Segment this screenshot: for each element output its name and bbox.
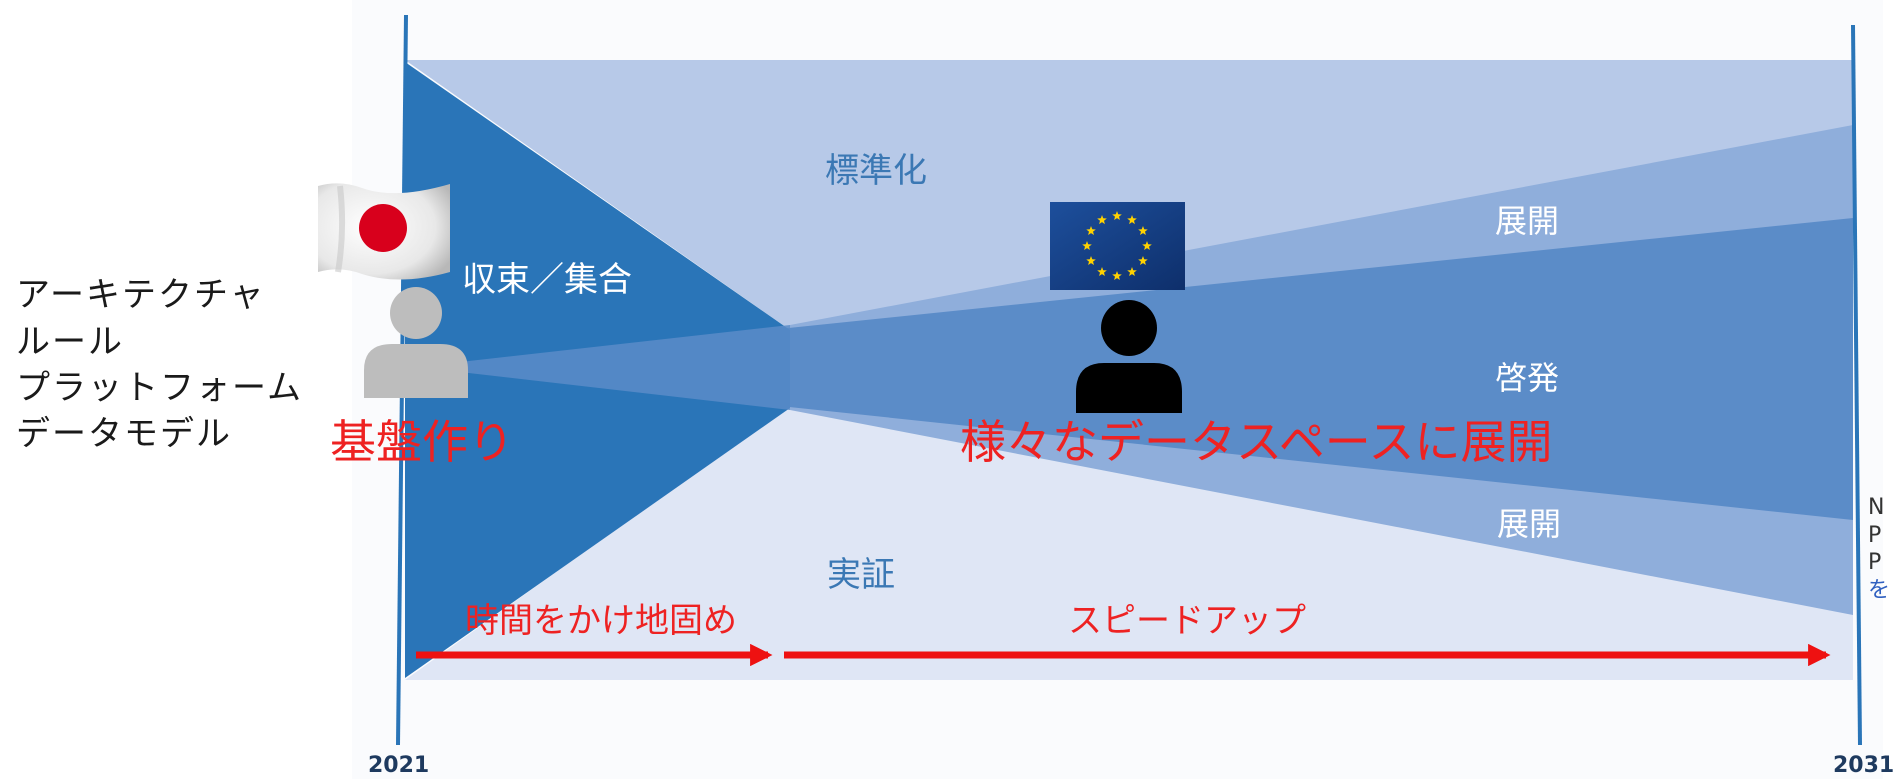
convergence-beam <box>460 325 790 410</box>
left-label-platform: プラットフォーム <box>16 368 303 408</box>
end-year-line <box>1851 24 1862 746</box>
right-edge-text: N P P を <box>1868 494 1890 604</box>
eu-star <box>1086 226 1096 235</box>
eu-star <box>1138 226 1148 235</box>
right-edge-line-1: N <box>1868 495 1885 520</box>
left-label-rules: ルール <box>16 322 124 362</box>
right-edge-line-2: P <box>1868 522 1882 548</box>
person-black-icon <box>1076 300 1182 413</box>
eu-star <box>1097 215 1107 225</box>
label-awareness: 啓発 <box>1495 359 1560 397</box>
phase-expansion: 様々なデータスペースに展開 <box>960 415 1553 469</box>
person-gray-icon <box>364 287 468 398</box>
eu-star <box>1127 267 1137 276</box>
right-edge-line-3: P <box>1868 550 1882 575</box>
year-end: 2031 <box>1833 753 1894 778</box>
label-standardization: 標準化 <box>825 151 927 191</box>
label-deploy-bottom: 展開 <box>1497 505 1562 543</box>
eu-star <box>1142 241 1152 250</box>
eu-star <box>1082 241 1092 250</box>
left-label-data-model: データモデル <box>16 414 232 454</box>
eu-star <box>1086 256 1096 265</box>
eu-star <box>1127 215 1137 225</box>
label-demonstration: 実証 <box>827 555 895 595</box>
eu-star <box>1097 267 1107 276</box>
label-deploy-top: 展開 <box>1495 202 1560 240</box>
eu-star <box>1112 211 1122 220</box>
left-label-architecture: アーキテクチャ <box>16 275 266 315</box>
arrow-label-slow: 時間をかけ地固め <box>465 601 737 641</box>
eu-flag-icon <box>1050 202 1185 290</box>
arrow-label-fast: スピードアップ <box>1068 601 1306 641</box>
phase-foundation: 基盤作り <box>330 415 514 469</box>
right-edge-line-4: を <box>1868 577 1891 603</box>
year-start: 2021 <box>368 753 430 778</box>
eu-star <box>1112 271 1122 280</box>
label-convergence: 収束／集合 <box>462 260 632 300</box>
japan-flag-icon <box>318 183 450 280</box>
eu-star <box>1138 256 1148 265</box>
